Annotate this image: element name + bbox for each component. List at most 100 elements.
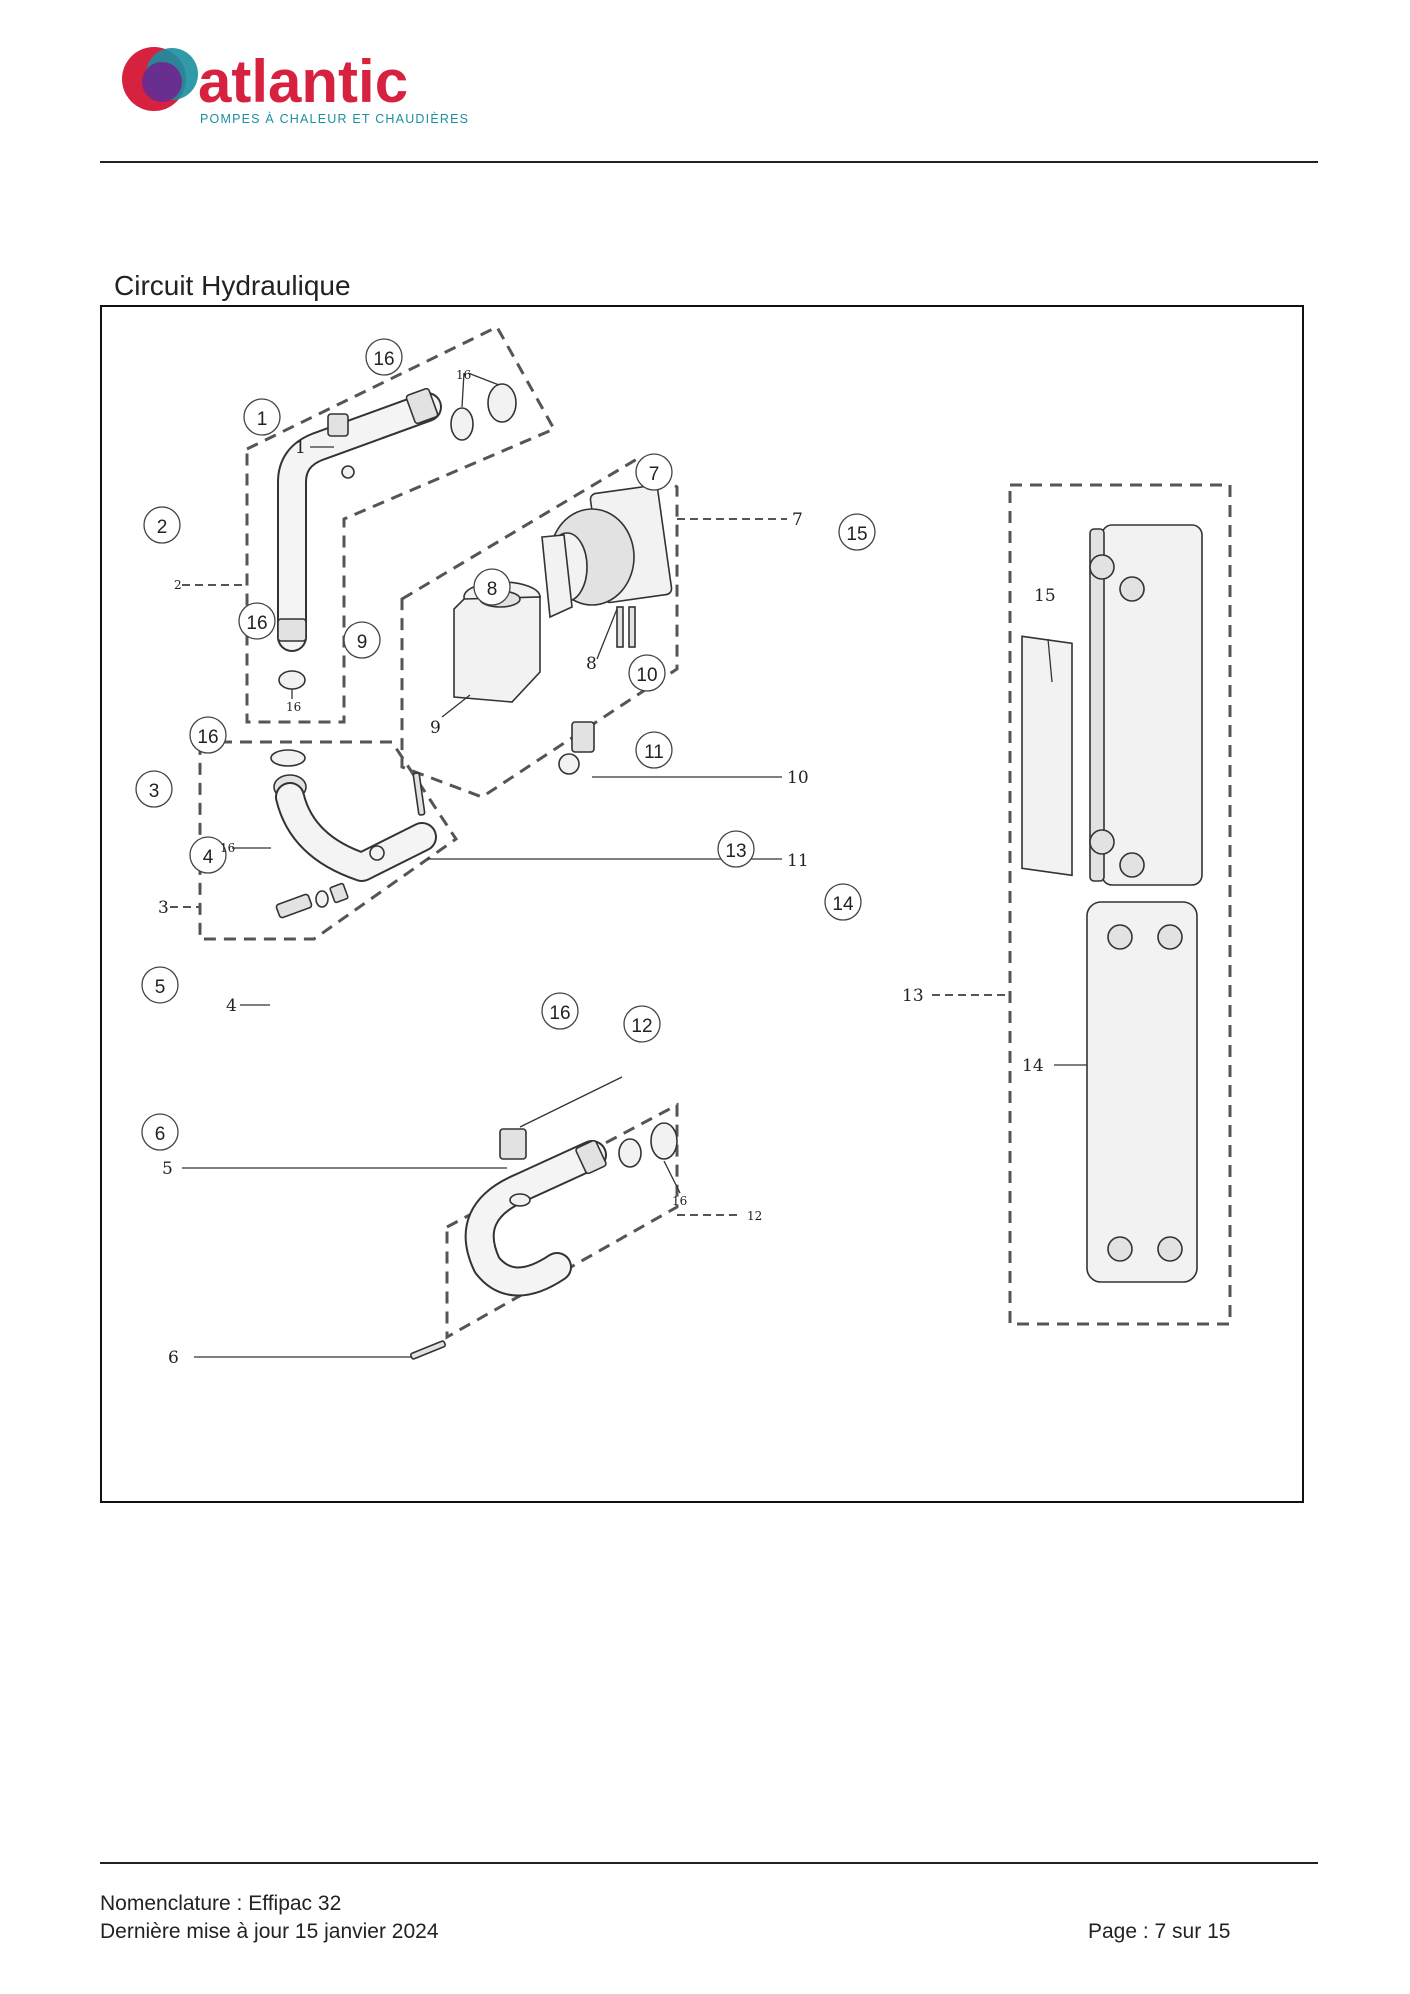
callout-4: 4	[189, 836, 227, 874]
pump-cable-2	[628, 606, 636, 648]
pump-insulation-cover	[453, 596, 541, 703]
callout-9: 9	[343, 621, 381, 659]
callout-2: 2	[143, 506, 181, 544]
svg-text:1: 1	[257, 409, 268, 430]
svg-text:11: 11	[644, 742, 664, 763]
probe-11	[412, 772, 426, 816]
leader-8	[596, 608, 618, 660]
footer-updated: Dernière mise à jour 15 janvier 2024	[100, 1920, 439, 1943]
seal-16-f	[650, 1122, 678, 1160]
group-2-outline	[245, 325, 557, 724]
label-13: 13	[902, 986, 924, 1006]
flow-switch-5-wire	[519, 1076, 623, 1128]
footer-page-number: Page : 7 sur 15	[1088, 1920, 1231, 1943]
flow-switch-5	[499, 1128, 527, 1160]
plate-exchanger-a	[1101, 524, 1203, 886]
callout-8: 8	[473, 568, 511, 606]
label-3: 3	[158, 898, 169, 918]
header-rule	[100, 161, 1318, 163]
label-2: 2	[174, 578, 182, 592]
exchanger-port-b3	[1107, 1236, 1133, 1262]
label-4: 4	[226, 996, 237, 1016]
pipe-12-highlight	[466, 1142, 605, 1295]
hydraulic-circuit-figure: 16 1 2 16 9 16 3 4 5 7 15 8 10 11 13 14 …	[100, 305, 1304, 1503]
label-8: 8	[586, 654, 597, 674]
pipe-1-highlight	[279, 394, 440, 650]
footer-rule	[100, 1862, 1318, 1864]
pipe-12-port	[509, 1193, 531, 1207]
exchanger-port-b1	[1107, 924, 1133, 950]
svg-text:16: 16	[549, 1003, 570, 1024]
label-14: 14	[1022, 1056, 1044, 1076]
callout-14: 14	[824, 883, 862, 921]
callout-16-b: 16	[238, 602, 276, 640]
pipe-3-highlight	[277, 784, 435, 880]
exchanger-port-b4	[1157, 1236, 1183, 1262]
svg-text:14: 14	[832, 894, 854, 915]
label-15: 15	[1034, 586, 1056, 606]
svg-text:3: 3	[149, 781, 160, 802]
brand-tagline: POMPES À CHALEUR ET CHAUDIÈRES	[200, 111, 469, 126]
label-5: 5	[162, 1159, 173, 1179]
svg-text:5: 5	[155, 977, 166, 998]
label-10: 10	[787, 768, 809, 788]
label-1: 1	[295, 438, 306, 458]
callout-11: 11	[635, 731, 673, 769]
svg-text:9: 9	[357, 632, 368, 653]
drain-valve-4	[275, 893, 313, 919]
callout-3: 3	[135, 770, 173, 808]
svg-text:16: 16	[373, 349, 394, 370]
logo-blob-purple	[142, 62, 182, 102]
label-7: 7	[792, 510, 803, 530]
exchanger-port-a4	[1119, 852, 1145, 878]
group-12-outline	[445, 1102, 679, 1340]
exchanger-port-a1	[1089, 554, 1115, 580]
exchanger-port-a3	[1089, 829, 1115, 855]
label-16-g3: 16	[220, 841, 235, 855]
footer-nomenclature: Nomenclature : Effipac 32	[100, 1892, 342, 1915]
label-16-top: 16	[456, 368, 471, 382]
leader-16-top-b	[467, 372, 500, 386]
pipe-12-nut	[575, 1139, 607, 1175]
leader-9	[441, 694, 471, 718]
safety-valve-10	[571, 721, 595, 753]
callout-7: 7	[635, 453, 673, 491]
label-12: 12	[747, 1209, 762, 1223]
seal-16-d	[270, 749, 306, 767]
seal-16-c	[278, 670, 306, 690]
callout-15: 15	[838, 513, 876, 551]
svg-text:7: 7	[649, 464, 660, 485]
label-16-left: 16	[286, 700, 301, 714]
callout-12: 12	[623, 1005, 661, 1043]
brand-name: atlantic	[198, 48, 408, 115]
exploded-view-diagram: 16 1 2 16 9 16 3 4 5 7 15 8 10 11 13 14 …	[135, 325, 1232, 1368]
svg-text:16: 16	[197, 727, 218, 748]
svg-text:4: 4	[203, 847, 214, 868]
pump-body	[541, 534, 573, 619]
callout-10: 10	[628, 654, 666, 692]
plate-exchanger-a-side	[1089, 528, 1105, 882]
label-6: 6	[168, 1348, 179, 1368]
svg-text:13: 13	[725, 841, 746, 862]
svg-text:6: 6	[155, 1124, 166, 1145]
drain-valve-4-seal	[315, 890, 329, 908]
exchanger-port-a2	[1119, 576, 1145, 602]
seal-16-e	[618, 1138, 642, 1168]
pipe-3-port	[369, 845, 385, 861]
pipe-1-nut-top	[405, 387, 439, 425]
plate-exchanger-b	[1086, 901, 1198, 1283]
callout-6: 6	[141, 1113, 179, 1151]
callout-16-d: 16	[541, 992, 579, 1030]
leader-16-g12	[663, 1160, 681, 1194]
group-13-outline	[1008, 483, 1232, 1326]
temperature-probe-6	[409, 1340, 447, 1360]
svg-text:12: 12	[631, 1016, 652, 1037]
label-11: 11	[787, 851, 809, 871]
group-7-outline	[400, 457, 679, 799]
exchanger-port-b2	[1157, 924, 1183, 950]
seal-16-a	[450, 407, 474, 441]
svg-text:8: 8	[487, 579, 498, 600]
callout-1: 1	[243, 398, 281, 436]
safety-valve-10-port	[558, 753, 580, 775]
svg-text:15: 15	[846, 524, 867, 545]
